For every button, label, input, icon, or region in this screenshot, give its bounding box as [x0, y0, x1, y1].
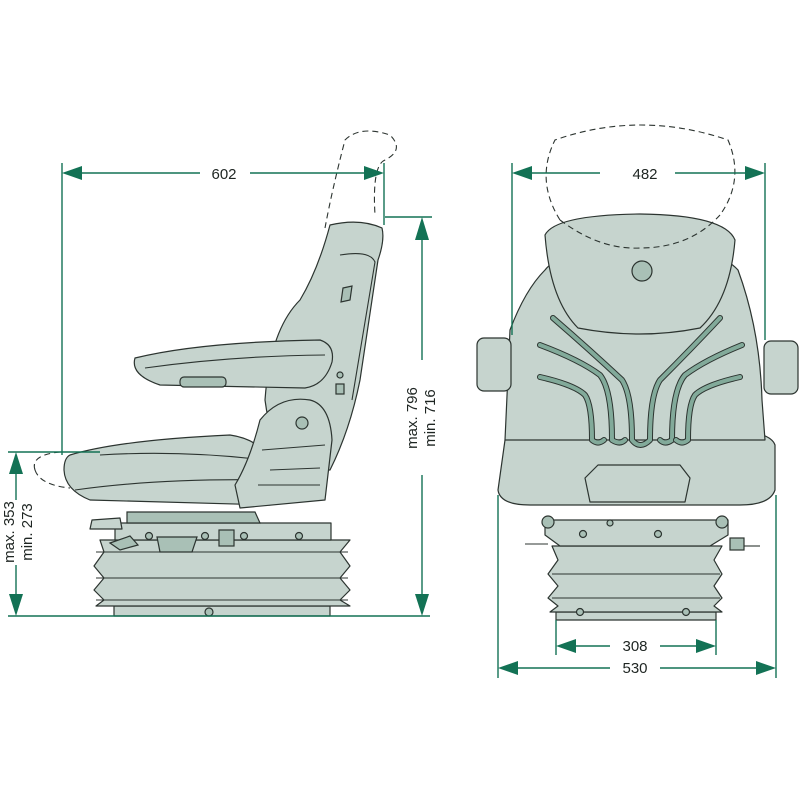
front-bellows: [547, 545, 723, 613]
armrest-handle: [179, 376, 227, 388]
front-cushion-panel: [584, 464, 691, 503]
dim-602: 602: [211, 166, 236, 183]
right-armrest: [763, 340, 799, 395]
side-view-seat: [33, 130, 397, 617]
dim-max-353: max. 353: [1, 501, 18, 563]
dimension-lines: [8, 163, 777, 678]
base-plate: [113, 605, 331, 617]
brand-logo-icon: [631, 260, 653, 282]
bellows: [93, 539, 351, 607]
dim-308: 308: [622, 638, 647, 655]
front-top-plate: [544, 519, 729, 547]
side-bracket: [234, 398, 333, 509]
slide-lever: [89, 517, 123, 530]
dim-482: 482: [632, 166, 657, 183]
dim-min-716: min. 716: [422, 389, 439, 447]
dim-max-796: max. 796: [404, 387, 421, 449]
mount: [156, 536, 198, 553]
backrest-grooves: [537, 315, 745, 448]
dimension-labels: 602 482 max. 796 min. 716 max. 353 min. …: [1, 166, 658, 677]
armrest: [133, 339, 334, 389]
knob-icon: [295, 416, 309, 430]
front-view-seat: [476, 124, 799, 621]
dim-530: 530: [622, 660, 647, 677]
left-armrest: [476, 337, 512, 392]
dim-min-273: min. 273: [19, 503, 36, 561]
